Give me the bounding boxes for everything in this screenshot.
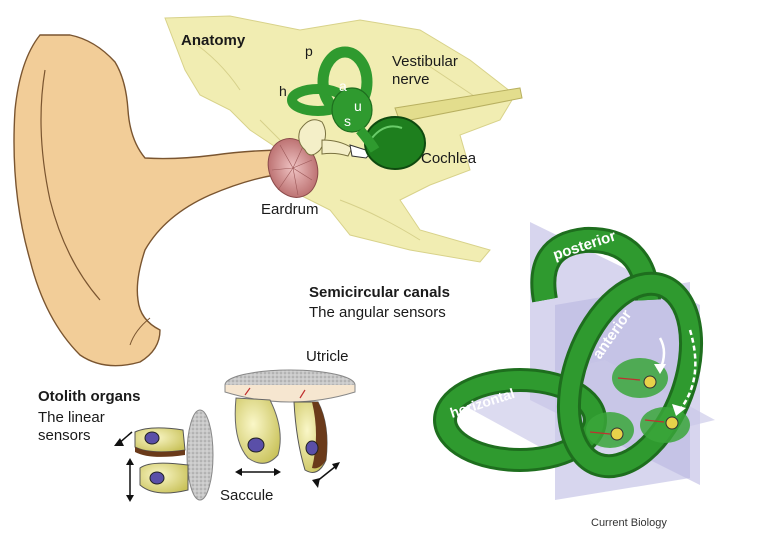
semicircular-canals-title: Semicircular canals bbox=[309, 284, 450, 301]
otolith-organs-title: Otolith organs bbox=[38, 388, 141, 405]
outer-ear bbox=[13, 34, 292, 367]
vestibular-nerve-label-line1: Vestibular bbox=[392, 53, 458, 70]
utricle-label: Utricle bbox=[306, 348, 349, 365]
otolith-subtitle-line2: sensors bbox=[38, 427, 91, 444]
vestibular-nerve-label-line2: nerve bbox=[392, 71, 430, 88]
p-label: p bbox=[305, 43, 313, 59]
semicircular-canals-subtitle: The angular sensors bbox=[309, 304, 446, 321]
eardrum-label: Eardrum bbox=[261, 201, 319, 218]
eardrum-membrane bbox=[267, 138, 319, 198]
otolith-organs bbox=[114, 369, 356, 502]
s-label: s bbox=[344, 113, 351, 129]
semicircular-canals-3d: posterior anterior horizontal bbox=[433, 222, 715, 500]
u-label: u bbox=[354, 98, 362, 114]
otolith-subtitle-line1: The linear bbox=[38, 409, 105, 426]
cochlea-label: Cochlea bbox=[421, 150, 477, 167]
credit-label: Current Biology bbox=[591, 517, 667, 529]
labyrinth bbox=[287, 46, 426, 170]
saccule-label: Saccule bbox=[220, 487, 274, 504]
a-label: a bbox=[339, 78, 347, 94]
h-label: h bbox=[279, 83, 287, 99]
ossicles bbox=[298, 119, 373, 159]
anatomy-heading: Anatomy bbox=[181, 32, 246, 49]
